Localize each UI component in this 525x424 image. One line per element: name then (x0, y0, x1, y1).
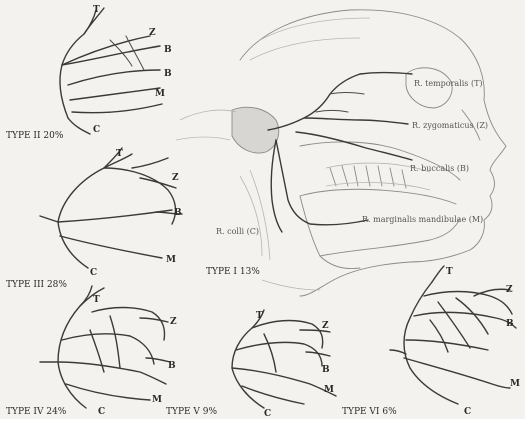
type-i-caption: TYPE I 13% (206, 267, 260, 277)
type-vi-label-c: C (464, 407, 471, 417)
type-iii-label-b: B (174, 208, 182, 218)
type-iv-label-t: T (93, 295, 100, 305)
type-ii-label-z: Z (149, 28, 156, 38)
type-ii-label-t: T (93, 5, 100, 15)
type-iv-label-m: M (152, 395, 162, 405)
type-v-label-z: Z (322, 321, 329, 331)
type-iv-diagram: T Z B M C TYPE IV 24% (6, 286, 177, 417)
type-ii-caption: TYPE II 20% (6, 131, 64, 141)
type-ii-label-m: M (155, 89, 165, 99)
type-iv-label-z: Z (170, 317, 177, 327)
type-vi-label-b: B (506, 319, 514, 329)
type-iii-label-z: Z (172, 173, 179, 183)
type-vi-label-m: M (510, 379, 520, 389)
type-iv-label-c: C (98, 407, 105, 417)
type-v-label-m: M (324, 385, 334, 395)
type-iii-label-m: M (166, 255, 176, 265)
type-v-label-c: C (264, 409, 271, 419)
type-iii-label-c: C (90, 268, 97, 278)
type-iii-label-t: T (116, 149, 123, 159)
type-iv-caption: TYPE IV 24% (6, 407, 67, 417)
type-v-caption: TYPE V 9% (166, 407, 218, 417)
type-v-label-b: B (322, 365, 330, 375)
type-v-diagram: T Z B M C TYPE V 9% (166, 310, 336, 419)
type-vi-caption: TYPE VI 6% (342, 407, 397, 417)
type-ii-label-b1: B (164, 45, 172, 55)
type-ii-diagram: T Z B B M C TYPE II 20% (6, 5, 172, 141)
type-ii-label-b2: B (164, 69, 172, 79)
type-vi-label-z: Z (506, 285, 513, 295)
type-vi-diagram: T Z B M C TYPE VI 6% (342, 266, 520, 417)
head-sketch: R. temporalis (T) R. zygomaticus (Z) R. … (176, 10, 506, 296)
branch-label-marginalis: R. marginalis mandibulae (M) (362, 215, 483, 224)
branch-label-buccalis: R. buccalis (B) (410, 164, 469, 173)
type-iv-label-b: B (168, 361, 176, 371)
branch-label-temporalis: R. temporalis (T) (414, 79, 483, 88)
type-ii-label-c: C (93, 125, 100, 135)
type-v-label-t: T (256, 311, 263, 321)
branch-label-zygomaticus: R. zygomaticus (Z) (412, 121, 488, 130)
type-iii-caption: TYPE III 28% (6, 280, 67, 290)
branch-label-colli: R. colli (C) (216, 227, 259, 236)
type-vi-label-t: T (446, 267, 453, 277)
type-iii-diagram: T Z B M C TYPE III 28% (6, 148, 182, 290)
